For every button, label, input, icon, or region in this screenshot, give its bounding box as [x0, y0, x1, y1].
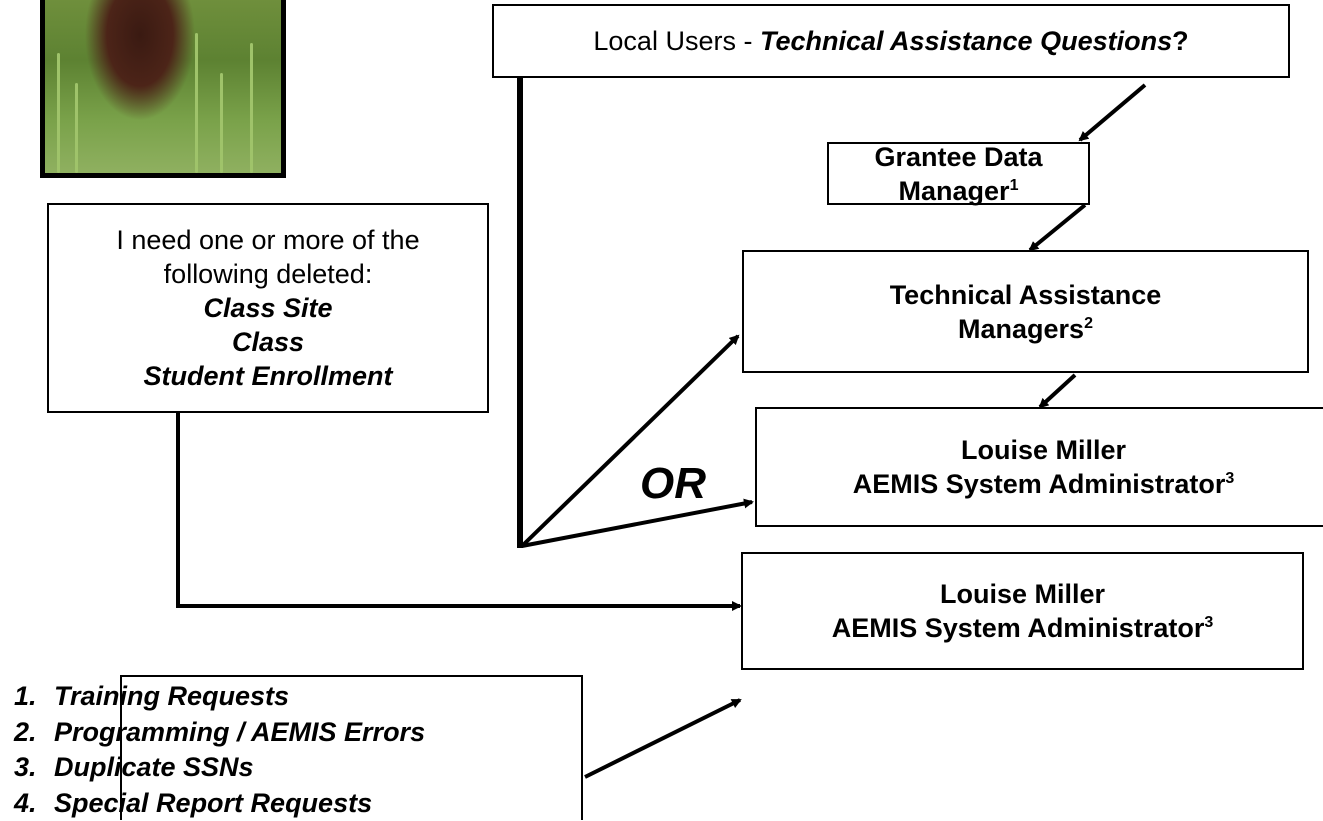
delete-item-class-site: Class Site [49, 291, 487, 325]
request-item: 2.Programming / AEMIS Errors [14, 715, 425, 751]
ta-managers-footnote: 2 [1084, 315, 1093, 332]
admin-or-name: Louise Miller [757, 433, 1323, 467]
admin-or-box: Louise Miller AEMIS System Administrator… [755, 407, 1323, 527]
admin-main-title: AEMIS System Administrator [832, 613, 1205, 643]
local-users-box: Local Users - Technical Assistance Quest… [492, 4, 1290, 78]
delete-item-class: Class [49, 325, 487, 359]
grantee-label: Grantee Data Manager [874, 142, 1042, 206]
request-item: 4.Special Report Requests [14, 786, 425, 821]
local-users-emphasis: Technical Assistance Questions [760, 26, 1172, 56]
requests-list: 1.Training Requests 2.Programming / AEMI… [122, 677, 533, 819]
delete-item-student-enrollment: Student Enrollment [49, 359, 487, 393]
admin-main-box: Louise Miller AEMIS System Administrator… [741, 552, 1304, 670]
arrow-ta-to-admin [1040, 375, 1075, 407]
local-users-suffix: ? [1172, 26, 1189, 56]
request-label: Special Report Requests [54, 788, 372, 818]
admin-main-name: Louise Miller [743, 577, 1302, 611]
delete-request-line1: I need one or more of the [49, 223, 487, 257]
request-number: 1. [14, 679, 54, 715]
or-label: OR [640, 459, 706, 509]
delete-request-path [178, 412, 726, 606]
request-item: 3.Duplicate SSNs [14, 750, 425, 786]
ta-managers-line2: Managers [958, 314, 1084, 344]
admin-or-title: AEMIS System Administrator [853, 469, 1226, 499]
arrow-to-admin-or [522, 502, 752, 546]
request-number: 4. [14, 786, 54, 821]
request-number: 3. [14, 750, 54, 786]
delete-request-line2: following deleted: [49, 257, 487, 291]
ta-managers-box: Technical Assistance Managers2 [742, 250, 1309, 373]
grantee-box: Grantee Data Manager1 [827, 142, 1090, 205]
admin-main-footnote: 3 [1204, 614, 1213, 631]
arrow-to-ta-managers [522, 336, 738, 546]
request-item: 1.Training Requests [14, 679, 425, 715]
grantee-footnote: 1 [1010, 177, 1019, 194]
arrow-requests-to-admin [585, 700, 740, 777]
request-label: Duplicate SSNs [54, 752, 254, 782]
request-number: 2. [14, 715, 54, 751]
ta-managers-line1: Technical Assistance [744, 278, 1307, 312]
delete-request-box: I need one or more of the following dele… [47, 203, 489, 413]
request-label: Programming / AEMIS Errors [54, 717, 425, 747]
arrow-grantee-to-ta [1030, 205, 1085, 250]
arrow-to-grantee [1080, 85, 1145, 140]
admin-or-footnote: 3 [1225, 470, 1234, 487]
local-users-prefix: Local Users - [593, 26, 760, 56]
requests-box: 1.Training Requests 2.Programming / AEMI… [120, 675, 583, 820]
request-label: Training Requests [54, 681, 289, 711]
